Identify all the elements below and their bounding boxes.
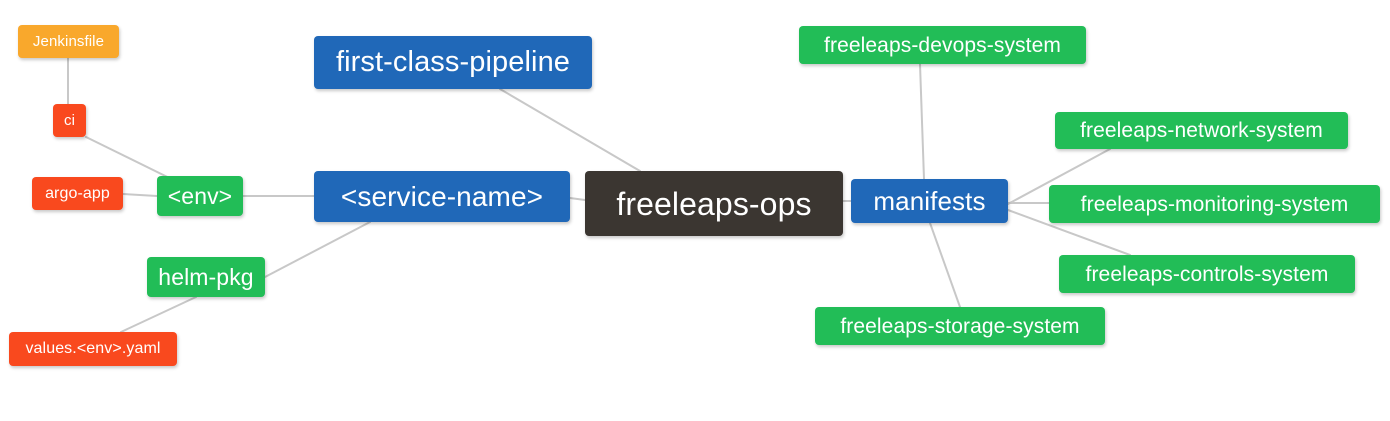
node-label-jenkinsfile: Jenkinsfile — [32, 33, 105, 50]
edge-argo-app-to-env — [122, 193, 158, 197]
node-values-env-yaml[interactable]: values.<env>.yaml — [9, 332, 177, 366]
edge-helm-pkg-to-values-env-yaml — [120, 296, 197, 333]
edge-service-name-to-helm-pkg — [264, 221, 371, 278]
node-label-ci: ci — [63, 112, 76, 129]
node-label-helm-pkg: helm-pkg — [158, 263, 254, 290]
node-freeleaps-ops[interactable]: freeleaps-ops — [585, 171, 843, 236]
node-env[interactable]: <env> — [157, 176, 243, 216]
edge-manifests-to-freeleaps-devops-system — [919, 63, 925, 180]
edge-service-name-to-freeleaps-ops — [569, 197, 586, 201]
node-label-freeleaps-ops: freeleaps-ops — [616, 185, 812, 222]
node-freeleaps-monitoring-system[interactable]: freeleaps-monitoring-system — [1049, 185, 1380, 223]
node-label-freeleaps-controls-system: freeleaps-controls-system — [1085, 262, 1329, 286]
node-freeleaps-controls-system[interactable]: freeleaps-controls-system — [1059, 255, 1355, 293]
node-label-env: <env> — [167, 182, 233, 209]
node-service-name[interactable]: <service-name> — [314, 171, 570, 222]
node-label-freeleaps-devops-system: freeleaps-devops-system — [824, 33, 1061, 57]
node-freeleaps-devops-system[interactable]: freeleaps-devops-system — [799, 26, 1086, 64]
node-label-service-name: <service-name> — [340, 180, 544, 212]
node-label-argo-app: argo-app — [45, 184, 110, 202]
node-label-freeleaps-network-system: freeleaps-network-system — [1080, 119, 1323, 142]
node-jenkinsfile[interactable]: Jenkinsfile — [18, 25, 119, 58]
node-label-first-class-pipeline: first-class-pipeline — [335, 46, 571, 78]
node-argo-app[interactable]: argo-app — [32, 177, 123, 210]
node-label-freeleaps-monitoring-system: freeleaps-monitoring-system — [1080, 192, 1349, 216]
edge-first-class-pipeline-to-freeleaps-ops — [499, 88, 641, 172]
edge-manifests-to-freeleaps-storage-system — [929, 222, 961, 308]
node-label-manifests: manifests — [873, 186, 986, 216]
node-label-values-env-yaml: values.<env>.yaml — [25, 340, 161, 357]
node-helm-pkg[interactable]: helm-pkg — [147, 257, 265, 297]
node-ci[interactable]: ci — [53, 104, 86, 137]
node-freeleaps-storage-system[interactable]: freeleaps-storage-system — [815, 307, 1105, 345]
node-manifests[interactable]: manifests — [851, 179, 1008, 223]
node-freeleaps-network-system[interactable]: freeleaps-network-system — [1055, 112, 1348, 149]
node-label-freeleaps-storage-system: freeleaps-storage-system — [840, 314, 1080, 338]
node-first-class-pipeline[interactable]: first-class-pipeline — [314, 36, 592, 89]
